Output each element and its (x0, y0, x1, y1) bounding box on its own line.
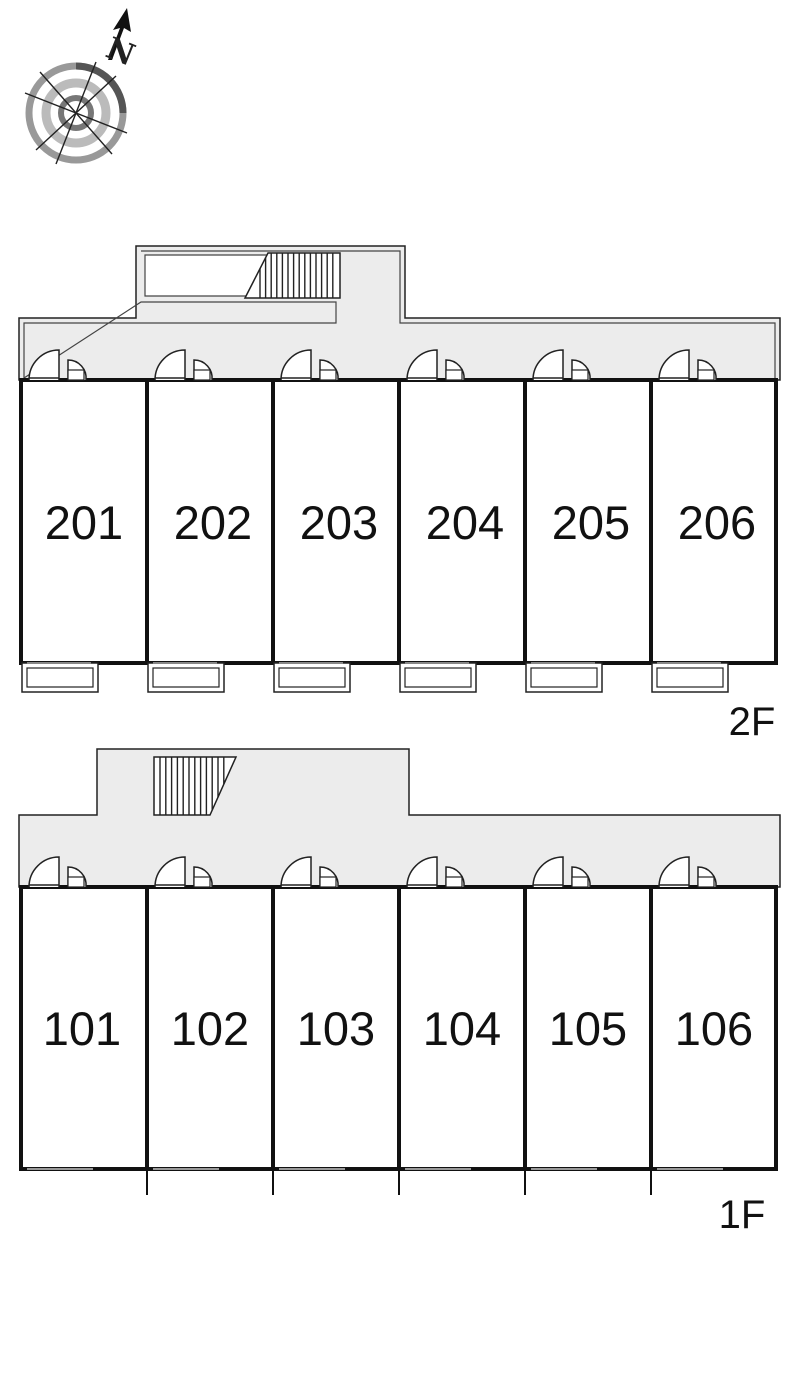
balcony-205 (525, 662, 603, 693)
balconies-2f (21, 662, 729, 693)
unit-205-label: 205 (552, 496, 630, 549)
unit-104-label: 104 (423, 1002, 501, 1055)
unit-105-label: 105 (549, 1002, 627, 1055)
balcony-204 (399, 662, 477, 693)
floor-label-2f: 2F (729, 700, 776, 744)
floor-label-1f: 1F (719, 1193, 766, 1237)
balcony-206 (651, 662, 729, 693)
staircase-1f-icon (153, 756, 238, 816)
compass-icon: N (24, 8, 140, 165)
unit-106-label: 106 (675, 1002, 753, 1055)
unit-204-label: 204 (426, 496, 504, 549)
corridor-1f (18, 748, 781, 888)
unit-103-label: 103 (297, 1002, 375, 1055)
door-1f-1-icon (28, 856, 87, 888)
unit-206-label: 206 (678, 496, 756, 549)
unit-203-label: 203 (300, 496, 378, 549)
doors-1f (28, 856, 717, 888)
door-1f-4-icon (406, 856, 465, 888)
door-2f-2-icon (154, 349, 213, 381)
unit-102-label: 102 (171, 1002, 249, 1055)
balcony-202 (147, 662, 225, 693)
balcony-201 (21, 662, 99, 693)
door-2f-5-icon (532, 349, 591, 381)
compass-north-label: N (101, 31, 140, 74)
door-1f-6-icon (658, 856, 717, 888)
staircase-2f-icon (243, 252, 341, 299)
unit-201-label: 201 (45, 496, 123, 549)
door-1f-3-icon (280, 856, 339, 888)
door-2f-6-icon (658, 349, 717, 381)
door-2f-3-icon (280, 349, 339, 381)
balcony-203 (273, 662, 351, 693)
door-1f-5-icon (532, 856, 591, 888)
floor-2f: 201 202 203 204 205 206 2F (18, 245, 781, 744)
door-2f-1-icon (28, 349, 87, 381)
door-1f-2-icon (154, 856, 213, 888)
unit-101-label: 101 (43, 1002, 121, 1055)
floor-1f: 101 102 103 104 105 106 1F (18, 748, 781, 1237)
doors-2f (28, 349, 717, 381)
unit-202-label: 202 (174, 496, 252, 549)
door-2f-4-icon (406, 349, 465, 381)
